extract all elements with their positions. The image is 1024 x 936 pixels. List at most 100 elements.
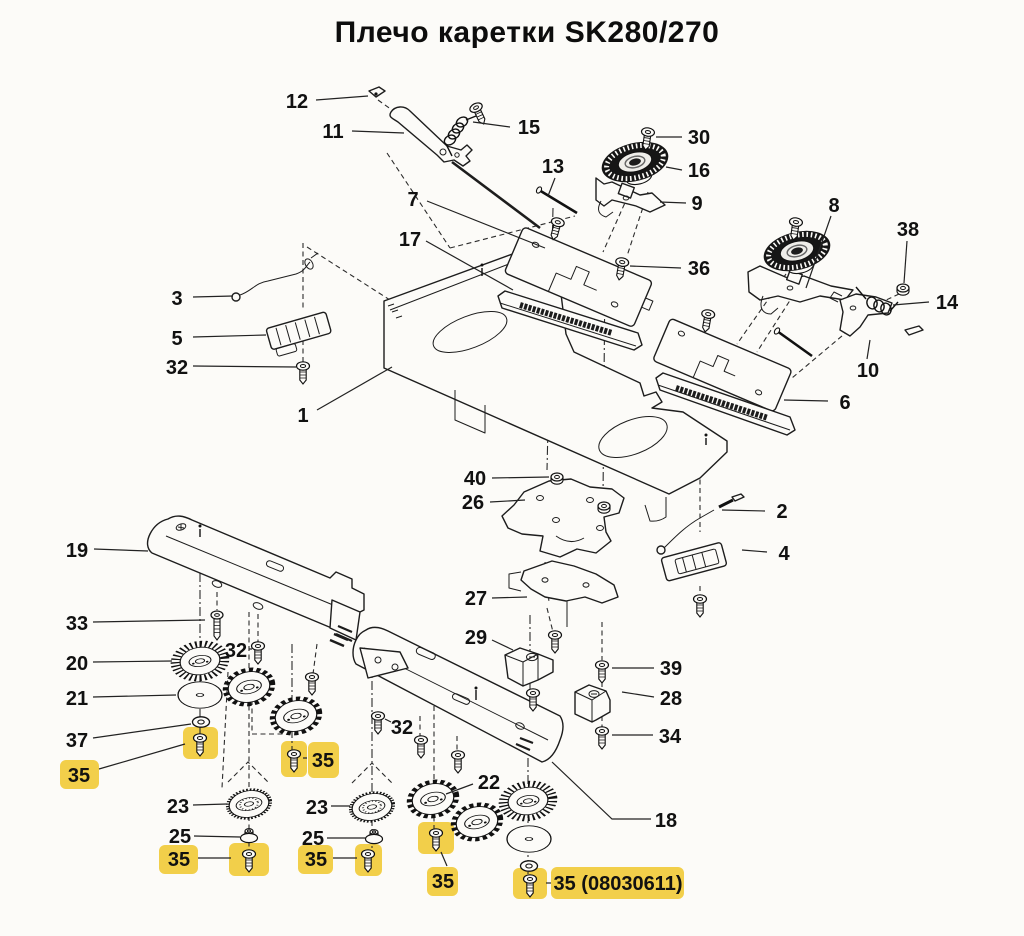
part-label-35: 35 xyxy=(68,765,90,787)
screw-icon xyxy=(295,361,311,385)
part-label-32: 32 xyxy=(391,717,413,739)
washer-icon xyxy=(519,860,539,872)
part-label-4: 4 xyxy=(778,543,790,565)
part-label-18: 18 xyxy=(655,810,677,832)
long-screw-icon xyxy=(210,610,224,641)
highlight-box-label xyxy=(298,845,333,874)
screw-icon xyxy=(547,630,563,654)
callout-leader-line xyxy=(384,718,392,723)
callout-leader-line xyxy=(426,200,546,249)
assembly-dash-line xyxy=(227,761,269,783)
highlight-box-label xyxy=(159,845,198,874)
part-label-10: 10 xyxy=(857,360,879,382)
part-15-spring xyxy=(443,115,477,157)
part-label-30: 30 xyxy=(688,127,710,149)
part-label-37: 37 xyxy=(66,730,88,752)
callout-leader-line xyxy=(92,660,173,663)
part-label-9: 9 xyxy=(691,193,702,215)
part-label-19: 19 xyxy=(66,540,88,562)
callout-leader-line xyxy=(903,240,908,284)
part-17-blade xyxy=(497,290,643,351)
assembly-dash-line xyxy=(351,762,393,784)
part-label-11: 11 xyxy=(322,121,343,143)
part-label-35: 35 xyxy=(305,849,327,871)
part-29-block xyxy=(504,647,554,687)
part-label-39: 39 xyxy=(660,658,682,680)
part-label-40: 40 xyxy=(464,468,486,490)
hardware-layer xyxy=(173,100,910,898)
spur-gear-icon xyxy=(269,695,322,738)
part-label-13: 13 xyxy=(542,156,564,178)
part-4-cam-block xyxy=(660,542,728,582)
part-label-23: 23 xyxy=(306,797,328,819)
part-3-wire xyxy=(231,252,319,302)
callout-leader-line xyxy=(741,549,768,553)
callout-leader-line xyxy=(92,723,192,739)
part-11-release-lever xyxy=(389,106,541,230)
part-label-12: 12 xyxy=(286,91,308,113)
part-label-25: 25 xyxy=(169,826,191,848)
assembly-dash-line xyxy=(791,324,856,379)
page-title: Плечо каретки SK280/270 xyxy=(335,16,720,49)
nut-icon xyxy=(550,472,564,485)
part-label-35080306: 35 (08030611) xyxy=(553,873,682,895)
part-label-25: 25 xyxy=(302,828,324,850)
part-label-36: 36 xyxy=(688,258,710,280)
screw-icon xyxy=(594,726,610,750)
assembly-dash-line xyxy=(449,215,576,249)
part-label-21: 21 xyxy=(66,688,88,710)
callout-leader-line xyxy=(351,130,405,134)
part-label-26: 26 xyxy=(462,492,484,514)
part-label-16: 16 xyxy=(688,160,710,182)
pin-head-icon xyxy=(773,327,781,335)
callout-leader-line xyxy=(491,596,528,599)
callout-leader-line xyxy=(665,166,683,171)
callout-leader-line xyxy=(491,639,514,651)
part-label-35: 35 xyxy=(312,750,334,772)
callout-leader-line xyxy=(440,851,448,867)
callout-leader-line xyxy=(551,761,651,820)
callout-leader-line xyxy=(445,783,474,795)
callout-leader-line xyxy=(425,240,514,291)
part-label-6: 6 xyxy=(839,392,850,414)
part-14-spring xyxy=(855,286,899,316)
callout-leader-line xyxy=(192,365,297,368)
highlight-box-label xyxy=(60,760,99,789)
pin-head-icon xyxy=(535,186,543,194)
screw-icon xyxy=(304,672,320,696)
bushing-icon xyxy=(239,828,259,844)
callout-leader-line xyxy=(472,121,511,128)
highlight-box-label xyxy=(551,867,684,899)
callout-leader-line xyxy=(629,265,682,269)
part-label-34: 34 xyxy=(659,726,682,748)
bushing-icon xyxy=(364,829,384,845)
assembly-dash-line xyxy=(386,152,451,249)
part-10-cap xyxy=(904,325,924,336)
part-5-cam-block xyxy=(265,311,332,357)
callout-leader-line xyxy=(316,366,393,411)
ratchet-gear-icon xyxy=(346,787,398,827)
callout-leader-line xyxy=(93,548,149,552)
part-label-8: 8 xyxy=(828,195,839,217)
part-label-1: 1 xyxy=(297,405,308,427)
callout-leader-line xyxy=(193,835,241,838)
part-label-3: 3 xyxy=(171,288,182,310)
pin-icon xyxy=(538,188,578,215)
screw-icon xyxy=(594,660,610,684)
part-6-bracket-plate xyxy=(653,318,796,436)
assembly-dash-line xyxy=(221,671,229,789)
screw-icon xyxy=(370,711,386,735)
callout-leader-line xyxy=(547,177,556,197)
part-12-cap xyxy=(368,86,386,98)
disc-icon xyxy=(506,825,552,853)
part-label-38: 38 xyxy=(897,219,919,241)
callout-leader-line xyxy=(192,334,267,338)
part-label-2: 2 xyxy=(776,501,787,523)
part-label-28: 28 xyxy=(660,688,682,710)
assembly-dash-line xyxy=(306,246,391,301)
assembly-dash-line xyxy=(312,643,318,675)
ratchet-gear-icon xyxy=(223,784,275,824)
part-label-5: 5 xyxy=(171,328,182,350)
washer-icon xyxy=(191,716,211,728)
